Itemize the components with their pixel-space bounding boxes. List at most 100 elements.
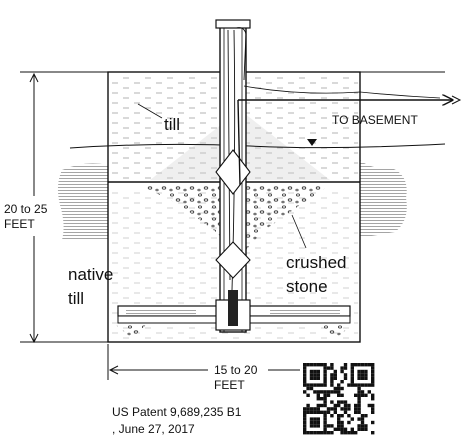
qr-module bbox=[303, 383, 307, 387]
crushed-leader bbox=[291, 214, 307, 249]
qr-module bbox=[316, 369, 320, 374]
qr-module bbox=[316, 393, 320, 397]
qr-module bbox=[337, 386, 341, 391]
qr-module bbox=[357, 427, 361, 431]
qr-module bbox=[354, 410, 358, 414]
qr-module bbox=[350, 383, 354, 387]
qr-module bbox=[371, 407, 375, 411]
qr-module bbox=[337, 414, 341, 418]
qr-module bbox=[350, 373, 354, 377]
qr-module bbox=[309, 431, 314, 435]
qr-module bbox=[364, 427, 368, 431]
qr-module bbox=[316, 397, 320, 401]
qr-module bbox=[320, 363, 324, 367]
qr-module bbox=[326, 407, 331, 411]
qr-module bbox=[316, 373, 320, 377]
qr-module bbox=[330, 414, 334, 418]
depth-dimension bbox=[20, 72, 108, 344]
qr-module bbox=[316, 407, 320, 411]
qr-code-icon bbox=[303, 363, 375, 435]
qr-module bbox=[333, 427, 337, 431]
qr-module bbox=[360, 383, 365, 387]
qr-module bbox=[350, 369, 354, 374]
qr-module bbox=[340, 414, 344, 418]
qr-module bbox=[364, 393, 368, 397]
qr-module bbox=[313, 363, 317, 367]
qr-module bbox=[350, 380, 354, 384]
qr-module bbox=[323, 403, 327, 408]
qr-module bbox=[357, 386, 361, 391]
qr-module bbox=[323, 376, 327, 380]
qr-module bbox=[343, 431, 348, 435]
qr-module bbox=[320, 383, 324, 387]
qr-module bbox=[330, 424, 334, 428]
qr-module bbox=[343, 400, 348, 404]
qr-module bbox=[357, 383, 361, 387]
qr-module bbox=[323, 410, 327, 414]
qr-module bbox=[320, 390, 324, 394]
qr-module bbox=[364, 383, 368, 387]
horizontal-screen bbox=[117, 290, 351, 331]
width-unit-label: FEET bbox=[214, 378, 245, 392]
qr-module bbox=[343, 403, 348, 408]
qr-module bbox=[364, 376, 368, 380]
qr-module bbox=[303, 376, 307, 380]
qr-module bbox=[364, 373, 368, 377]
qr-module bbox=[340, 431, 344, 435]
qr-module bbox=[333, 386, 337, 391]
qr-module bbox=[320, 410, 324, 414]
width-value-label: 15 to 20 bbox=[214, 363, 258, 377]
qr-module bbox=[347, 431, 351, 435]
qr-module bbox=[303, 369, 307, 374]
qr-module bbox=[350, 427, 354, 431]
qr-module bbox=[354, 403, 358, 408]
qr-module bbox=[333, 376, 337, 380]
qr-module bbox=[303, 414, 307, 418]
qr-module bbox=[323, 373, 327, 377]
qr-module bbox=[350, 417, 354, 421]
qr-module bbox=[309, 386, 314, 391]
qr-module bbox=[343, 410, 348, 414]
qr-module bbox=[323, 414, 327, 418]
qr-module bbox=[357, 393, 361, 397]
qr-module bbox=[323, 417, 327, 421]
qr-module bbox=[316, 424, 320, 428]
qr-module bbox=[354, 393, 358, 397]
qr-module bbox=[323, 431, 327, 435]
qr-module bbox=[303, 417, 307, 421]
qr-module bbox=[306, 386, 310, 391]
qr-module bbox=[303, 373, 307, 377]
qr-module bbox=[357, 373, 361, 377]
qr-module bbox=[360, 417, 365, 421]
qr-module bbox=[309, 363, 314, 367]
qr-module bbox=[326, 393, 331, 397]
qr-module bbox=[330, 431, 334, 435]
qr-module bbox=[371, 376, 375, 380]
qr-module bbox=[320, 403, 324, 408]
qr-module bbox=[313, 424, 317, 428]
qr-module bbox=[313, 390, 317, 394]
qr-module bbox=[330, 366, 334, 370]
qr-module bbox=[360, 390, 365, 394]
qr-module bbox=[354, 363, 358, 367]
qr-module bbox=[323, 363, 327, 367]
qr-module bbox=[313, 369, 317, 374]
qr-module bbox=[333, 410, 337, 414]
qr-module bbox=[313, 407, 317, 411]
qr-module bbox=[316, 363, 320, 367]
qr-module bbox=[357, 424, 361, 428]
qr-module bbox=[354, 383, 358, 387]
qr-module bbox=[313, 410, 317, 414]
qr-module bbox=[364, 369, 368, 374]
qr-module bbox=[347, 407, 351, 411]
qr-module bbox=[350, 366, 354, 370]
qr-module bbox=[350, 363, 354, 367]
centralizer-diamonds bbox=[215, 149, 251, 279]
qr-module bbox=[337, 383, 341, 387]
qr-module bbox=[323, 427, 327, 431]
qr-module bbox=[306, 407, 310, 411]
qr-module bbox=[347, 414, 351, 418]
qr-module bbox=[309, 417, 314, 421]
qr-module bbox=[303, 431, 307, 435]
qr-module bbox=[313, 376, 317, 380]
